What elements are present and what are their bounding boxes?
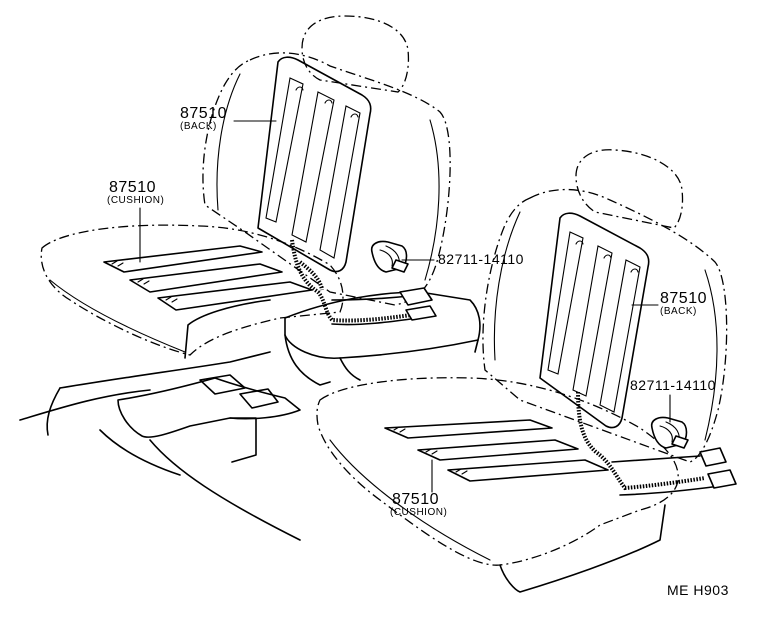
left-back-heater-slot-3 [319, 105, 361, 259]
right-seat [316, 149, 728, 593]
clip-upper [370, 240, 409, 273]
right-cushion-heater-strip-3 [447, 459, 609, 482]
left-cushion [40, 224, 344, 356]
callout-cushion-right: 87510 (CUSHION) [390, 492, 447, 518]
left-back-heater-slot-1 [265, 77, 304, 223]
callout-cushion-left-sub: (CUSHION) [107, 195, 165, 206]
center-console [19, 291, 481, 541]
left-back-heater-slot-2 [291, 91, 335, 243]
right-back-heater-slot-3 [599, 259, 641, 413]
right-cushion-heater-strip-1 [384, 419, 553, 439]
left-harness [290, 239, 419, 323]
callout-cushion-left-part: 87510 [109, 179, 156, 196]
figure-code: ME H903 [667, 582, 729, 598]
left-seat [40, 15, 451, 359]
leader-lines [139, 120, 671, 493]
left-connector [399, 287, 433, 306]
right-headrest [575, 149, 684, 229]
callout-cushion-right-sub: (CUSHION) [390, 507, 448, 518]
callout-back-left: 87510 (BACK) [180, 106, 227, 132]
clip-lower [650, 416, 689, 449]
left-cushion-heater-strip-2 [129, 263, 283, 293]
right-back-heater-slot-2 [572, 245, 613, 397]
right-back-heater-slot-1 [547, 231, 584, 375]
console-top [284, 291, 481, 359]
callout-back-right-part: 87510 [660, 290, 707, 307]
callout-clip-lower: 82711-14110 [630, 377, 716, 393]
left-headrest [301, 15, 410, 93]
callout-back-left-sub: (BACK) [180, 121, 217, 132]
right-connector [699, 447, 727, 467]
left-backrest [202, 52, 451, 306]
right-back-heater-pad [539, 212, 650, 429]
left-back-heater-pad [257, 56, 372, 273]
callout-cushion-right-part: 87510 [392, 491, 439, 508]
callout-cushion-left: 87510 (CUSHION) [107, 180, 164, 206]
callout-back-right-sub: (BACK) [660, 306, 697, 317]
floor-tunnel [59, 351, 271, 389]
wiring-harness [290, 239, 737, 496]
right-harness [576, 391, 706, 491]
right-cushion-heater-strip-2 [417, 439, 579, 461]
callout-back-left-part: 87510 [180, 105, 227, 122]
right-cushion [316, 377, 679, 566]
left-cushion-heater-strip-1 [103, 245, 263, 273]
callout-back-right: 87510 (BACK) [660, 291, 707, 317]
right-backrest [482, 188, 728, 463]
callout-clip-upper: 82711-14110 [438, 251, 524, 267]
